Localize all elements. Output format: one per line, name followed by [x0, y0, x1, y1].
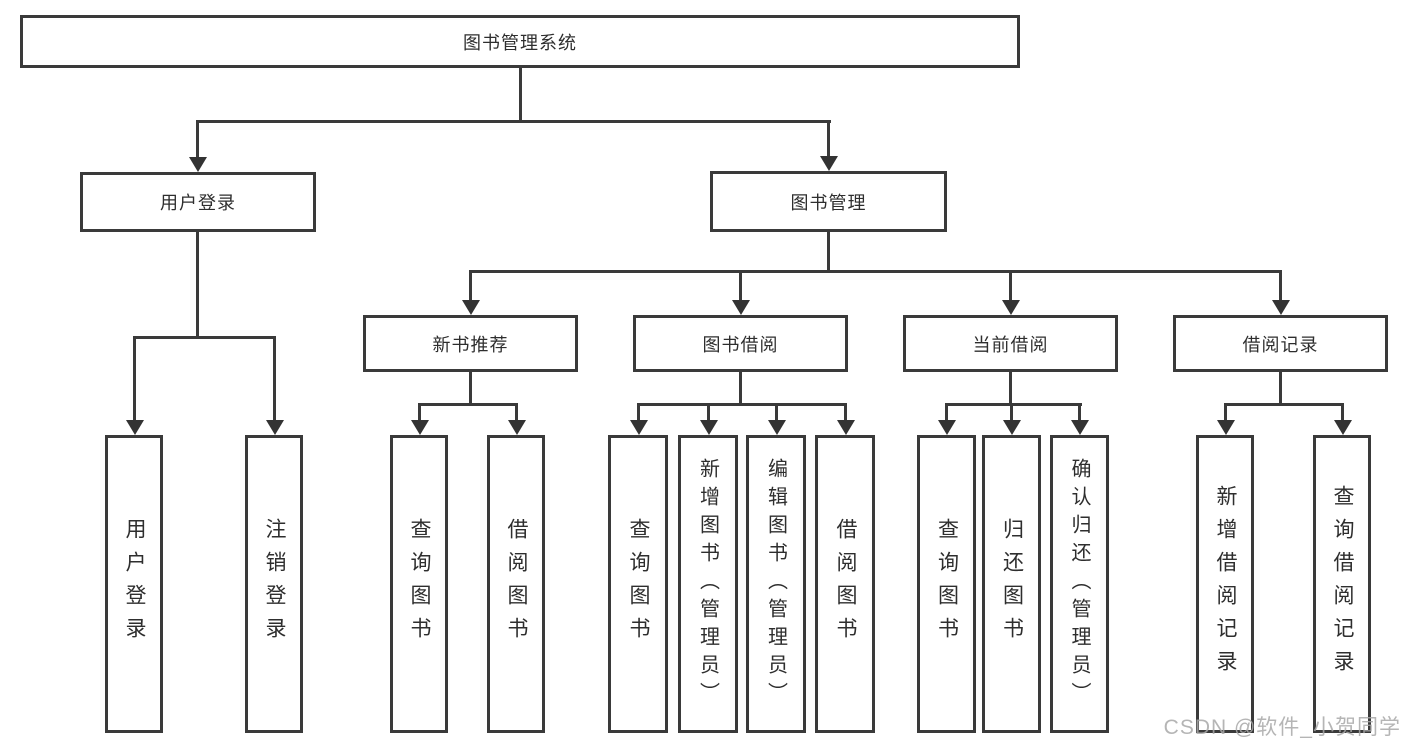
node-label: 确认归还（管理员） — [1068, 458, 1090, 710]
node-label: 注销登录 — [263, 518, 286, 650]
node-label: 查询图书 — [408, 518, 431, 650]
arrow-down-icon — [1272, 300, 1290, 315]
arrow-down-icon — [1334, 420, 1352, 435]
connector-drop-leaf — [637, 403, 640, 422]
arrow-down-icon — [508, 420, 526, 435]
arrow-down-icon — [189, 157, 207, 172]
node-label: 图书管理系统 — [463, 32, 577, 53]
arrow-down-icon — [126, 420, 144, 435]
connector-current-stem — [1009, 372, 1012, 403]
connector-borrow-stem — [739, 372, 742, 403]
arrow-down-icon — [837, 420, 855, 435]
connector-drop-leaf — [775, 403, 778, 422]
leaf-user-login: 用户登录 — [105, 435, 163, 733]
node-borrowing-records: 借阅记录 — [1173, 315, 1388, 372]
node-label: 借阅图书 — [834, 518, 857, 650]
leaf-borrow-borrow-books: 借阅图书 — [815, 435, 875, 733]
leaf-borrow-add-books-admin: 新增图书（管理员） — [678, 435, 738, 733]
connector-drop-l3 — [1279, 270, 1282, 302]
node-book-management: 图书管理 — [710, 171, 947, 232]
node-root-library-system: 图书管理系统 — [20, 15, 1020, 68]
arrow-down-icon — [411, 420, 429, 435]
node-label: 新增借阅记录 — [1214, 485, 1237, 683]
connector-drop-leaf — [418, 403, 421, 422]
connector-newbook-stem — [469, 372, 472, 403]
leaf-borrow-query-books: 查询图书 — [608, 435, 668, 733]
connector-bookmgmt-bus — [469, 270, 1282, 273]
connector-newbook-bus — [418, 403, 518, 406]
arrow-down-icon — [1002, 300, 1020, 315]
node-label: 图书管理 — [790, 192, 867, 213]
node-label: 归还图书 — [1000, 518, 1024, 650]
connector-drop-leaf — [1010, 403, 1013, 422]
connector-bookmgmt-stem — [827, 232, 830, 270]
arrow-down-icon — [700, 420, 718, 435]
node-label: 编辑图书（管理员） — [764, 458, 787, 710]
connector-drop-leaf — [273, 336, 276, 422]
connector-userlogin-stem — [196, 232, 199, 336]
node-label: 用户登录 — [123, 518, 146, 650]
connector-drop-book-mgmt — [827, 120, 830, 158]
connector-drop-l3 — [1009, 270, 1012, 302]
arrow-down-icon — [732, 300, 750, 315]
connector-drop-leaf — [707, 403, 710, 422]
leaf-records-add-record: 新增借阅记录 — [1196, 435, 1254, 733]
connector-drop-leaf — [1341, 403, 1344, 422]
node-label: 借阅图书 — [505, 518, 528, 650]
connector-root-stem — [519, 68, 522, 120]
node-new-book-recommend: 新书推荐 — [363, 315, 578, 372]
leaf-current-return-books: 归还图书 — [982, 435, 1041, 733]
arrow-down-icon — [1217, 420, 1235, 435]
node-label: 用户登录 — [160, 193, 236, 213]
node-label: 新书推荐 — [432, 334, 509, 355]
leaf-logout: 注销登录 — [245, 435, 303, 733]
node-label: 查询图书 — [627, 518, 650, 650]
node-current-borrowing: 当前借阅 — [903, 315, 1118, 372]
connector-drop-leaf — [515, 403, 518, 422]
node-label: 图书借阅 — [702, 334, 779, 355]
connector-borrow-bus — [637, 403, 847, 406]
connector-current-bus — [945, 403, 1082, 406]
connector-drop-leaf — [1078, 403, 1081, 422]
connector-drop-l3 — [469, 270, 472, 302]
connector-userlogin-bus — [133, 336, 276, 339]
leaf-newbook-borrow-books: 借阅图书 — [487, 435, 545, 733]
connector-drop-l3 — [739, 270, 742, 302]
connector-records-bus — [1224, 403, 1344, 406]
leaf-borrow-edit-books-admin: 编辑图书（管理员） — [746, 435, 806, 733]
node-label: 查询图书 — [935, 518, 959, 650]
connector-root-bus — [196, 120, 831, 123]
leaf-current-confirm-return-admin: 确认归还（管理员） — [1050, 435, 1109, 733]
leaf-newbook-query-books: 查询图书 — [390, 435, 448, 733]
connector-drop-leaf — [133, 336, 136, 422]
node-label: 查询借阅记录 — [1331, 485, 1354, 683]
arrow-down-icon — [820, 156, 838, 171]
arrow-down-icon — [1003, 420, 1021, 435]
connector-drop-leaf — [1224, 403, 1227, 422]
arrow-down-icon — [938, 420, 956, 435]
node-label: 当前借阅 — [972, 334, 1049, 355]
node-label: 新增图书（管理员） — [696, 458, 719, 710]
csdn-watermark: CSDN @软件_小贺同学 — [1163, 716, 1401, 739]
connector-drop-leaf — [844, 403, 847, 422]
connector-drop-leaf — [945, 403, 948, 422]
arrow-down-icon — [266, 420, 284, 435]
connector-records-stem — [1279, 372, 1282, 403]
arrow-down-icon — [462, 300, 480, 315]
arrow-down-icon — [630, 420, 648, 435]
connector-drop-user-login — [196, 120, 199, 159]
arrow-down-icon — [768, 420, 786, 435]
node-label: 借阅记录 — [1242, 334, 1319, 355]
node-user-login: 用户登录 — [80, 172, 316, 232]
arrow-down-icon — [1071, 420, 1089, 435]
leaf-current-query-books: 查询图书 — [917, 435, 976, 733]
node-book-borrowing: 图书借阅 — [633, 315, 848, 372]
leaf-records-query-record: 查询借阅记录 — [1313, 435, 1371, 733]
